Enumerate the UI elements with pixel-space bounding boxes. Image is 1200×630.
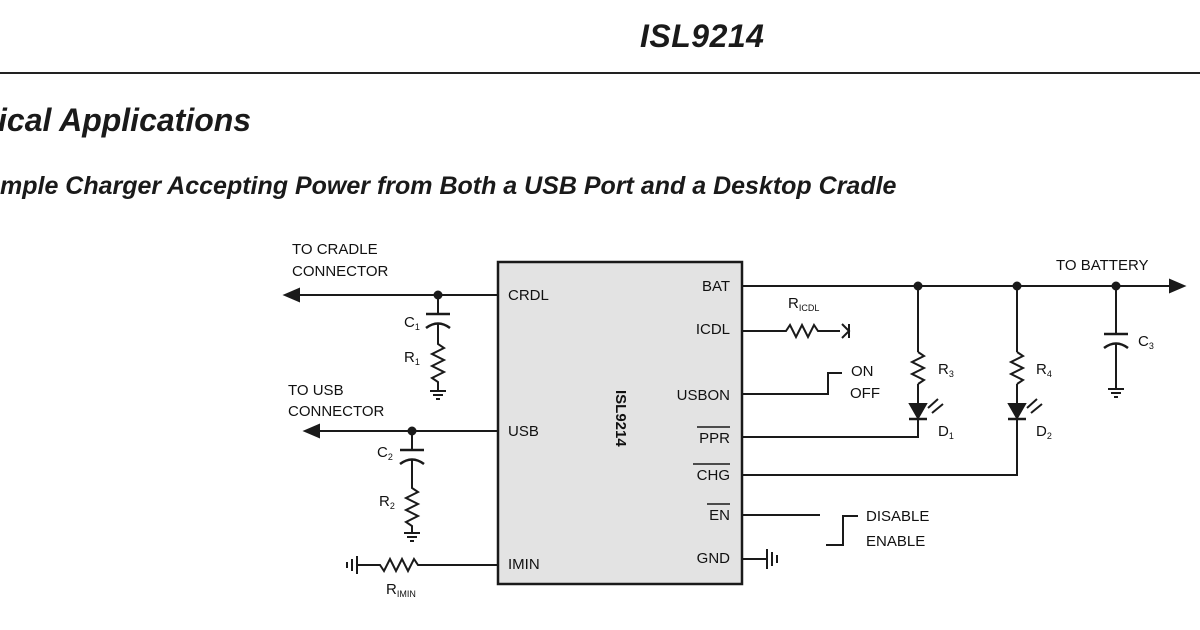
ricdl-label: RICDL: [788, 295, 819, 313]
label-cradle-2: CONNECTOR: [292, 263, 389, 280]
pin-ppr: PPR: [699, 430, 730, 447]
label-usb-1: TO USB: [288, 382, 344, 399]
label-usb-2: CONNECTOR: [288, 403, 385, 420]
en-step: [826, 515, 858, 546]
label-cradle-1: TO CRADLE: [292, 241, 378, 258]
wire-chg: [742, 419, 1018, 476]
label-on: ON: [851, 363, 874, 380]
pin-crdl: CRDL: [508, 287, 549, 304]
label-enable: ENABLE: [866, 533, 925, 550]
pin-imin: IMIN: [508, 556, 540, 573]
d2-ray-2: [1030, 403, 1043, 414]
d1-label: D1: [938, 423, 954, 441]
r3-resistor: [909, 351, 927, 385]
r4-resistor: [1008, 351, 1026, 385]
arrow-battery: [1169, 278, 1187, 294]
d2-ray-1: [1026, 398, 1038, 409]
d2-label: D2: [1036, 423, 1052, 441]
icdl-gnd-arrow: [841, 323, 851, 339]
r2-label: R2: [379, 493, 395, 511]
chip-body: [496, 260, 744, 586]
r1-resistor: [429, 338, 447, 390]
usbon-step: [812, 372, 842, 395]
ricdl-resistor: [780, 322, 840, 340]
header-rule: [0, 72, 1200, 74]
pin-usbon: USBON: [677, 387, 730, 404]
arrow-usb: [302, 423, 320, 439]
rimin-label: RIMIN: [386, 581, 416, 599]
r3-label: R3: [938, 361, 954, 379]
rimin-resistor: [358, 556, 424, 574]
section-title: ical Applications: [0, 102, 252, 138]
pin-icdl: ICDL: [696, 321, 730, 338]
d2-diode: [1007, 403, 1027, 421]
c1-label: C1: [404, 314, 420, 332]
r4-label: R4: [1036, 361, 1052, 379]
label-disable: DISABLE: [866, 508, 929, 525]
label-off: OFF: [850, 385, 880, 402]
pin-gnd: GND: [697, 550, 731, 567]
r2-resistor: [403, 482, 421, 532]
document-title: ISL9214: [640, 18, 765, 54]
pin-usb: USB: [508, 423, 539, 440]
wire-ppr: [742, 419, 919, 438]
d1-diode: [908, 403, 928, 421]
d1-ray-2: [931, 403, 944, 414]
pin-bat: BAT: [702, 278, 730, 295]
figure-caption: mple Charger Accepting Power from Both a…: [0, 172, 897, 200]
c2-label: C2: [377, 444, 393, 462]
pin-chg: CHG: [697, 467, 730, 484]
d1-ray-1: [927, 398, 939, 409]
label-battery: TO BATTERY: [1056, 257, 1149, 274]
r1-label: R1: [404, 349, 420, 367]
arrow-cradle: [282, 287, 300, 303]
chip-name: ISL9214: [612, 390, 629, 447]
pin-en: EN: [709, 507, 730, 524]
c3-label: C3: [1138, 333, 1154, 351]
